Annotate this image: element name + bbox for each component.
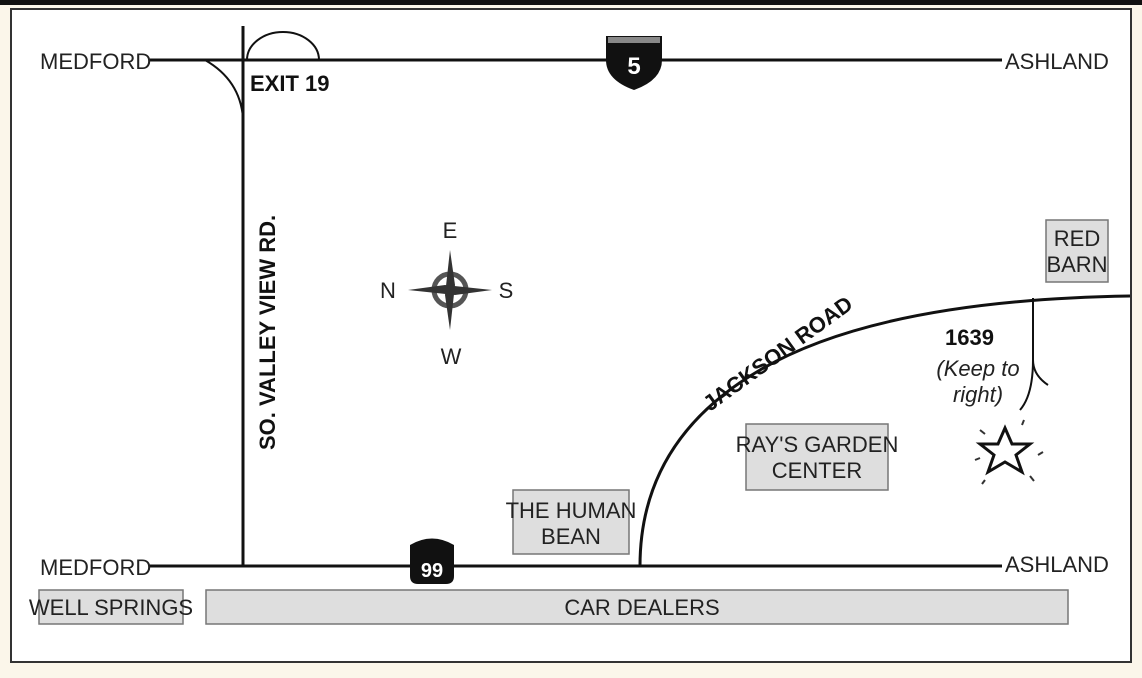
well-springs-landmark: WELL SPRINGS — [29, 589, 193, 625]
jackson-road — [638, 294, 1131, 567]
exit-19-label: EXIT 19 — [250, 71, 329, 96]
compass-w: W — [441, 344, 462, 369]
keep-right-note-1: (Keep to — [936, 356, 1019, 381]
car-dealers-label: CAR DEALERS — [564, 595, 719, 620]
compass-n: N — [380, 278, 396, 303]
rays-garden-center-landmark: RAY'S GARDEN CENTER — [736, 423, 899, 491]
car-dealers-landmark: CAR DEALERS — [205, 589, 1069, 625]
human-bean-landmark: THE HUMAN BEAN — [506, 489, 637, 555]
compass-rose-icon: E N S W — [380, 218, 513, 369]
shield-number-99: 99 — [421, 560, 443, 582]
compass-s: S — [499, 278, 514, 303]
well-springs-label: WELL SPRINGS — [29, 595, 193, 620]
bean-line2: BEAN — [541, 524, 601, 549]
red-barn-landmark: RED BARN — [1045, 219, 1109, 283]
star-destination-icon — [974, 419, 1044, 485]
rays-line2: CENTER — [772, 458, 862, 483]
destination-number: 1639 — [945, 325, 994, 350]
bean-line1: THE HUMAN — [506, 498, 637, 523]
keep-right-note-2: right) — [953, 382, 1003, 407]
interstate-5-shield-icon: 5 — [606, 36, 662, 90]
shield-number: 5 — [627, 53, 640, 80]
red-barn-line2: BARN — [1046, 252, 1107, 277]
top-left-medford-label: MEDFORD — [40, 49, 151, 74]
highway-99-road: MEDFORD ASHLAND 99 — [40, 538, 1109, 584]
interstate-5-road: MEDFORD ASHLAND EXIT 19 5 — [40, 31, 1109, 119]
valley-view-label: SO. VALLEY VIEW RD. — [255, 215, 280, 450]
top-edge — [0, 0, 1142, 5]
red-barn-line1: RED — [1054, 226, 1100, 251]
compass-e: E — [443, 218, 458, 243]
bottom-right-ashland-label: ASHLAND — [1005, 552, 1109, 577]
highway-99-shield-icon: 99 — [410, 538, 454, 584]
rays-line1: RAY'S GARDEN — [736, 432, 899, 457]
bottom-left-medford-label: MEDFORD — [40, 555, 151, 580]
top-right-ashland-label: ASHLAND — [1005, 49, 1109, 74]
